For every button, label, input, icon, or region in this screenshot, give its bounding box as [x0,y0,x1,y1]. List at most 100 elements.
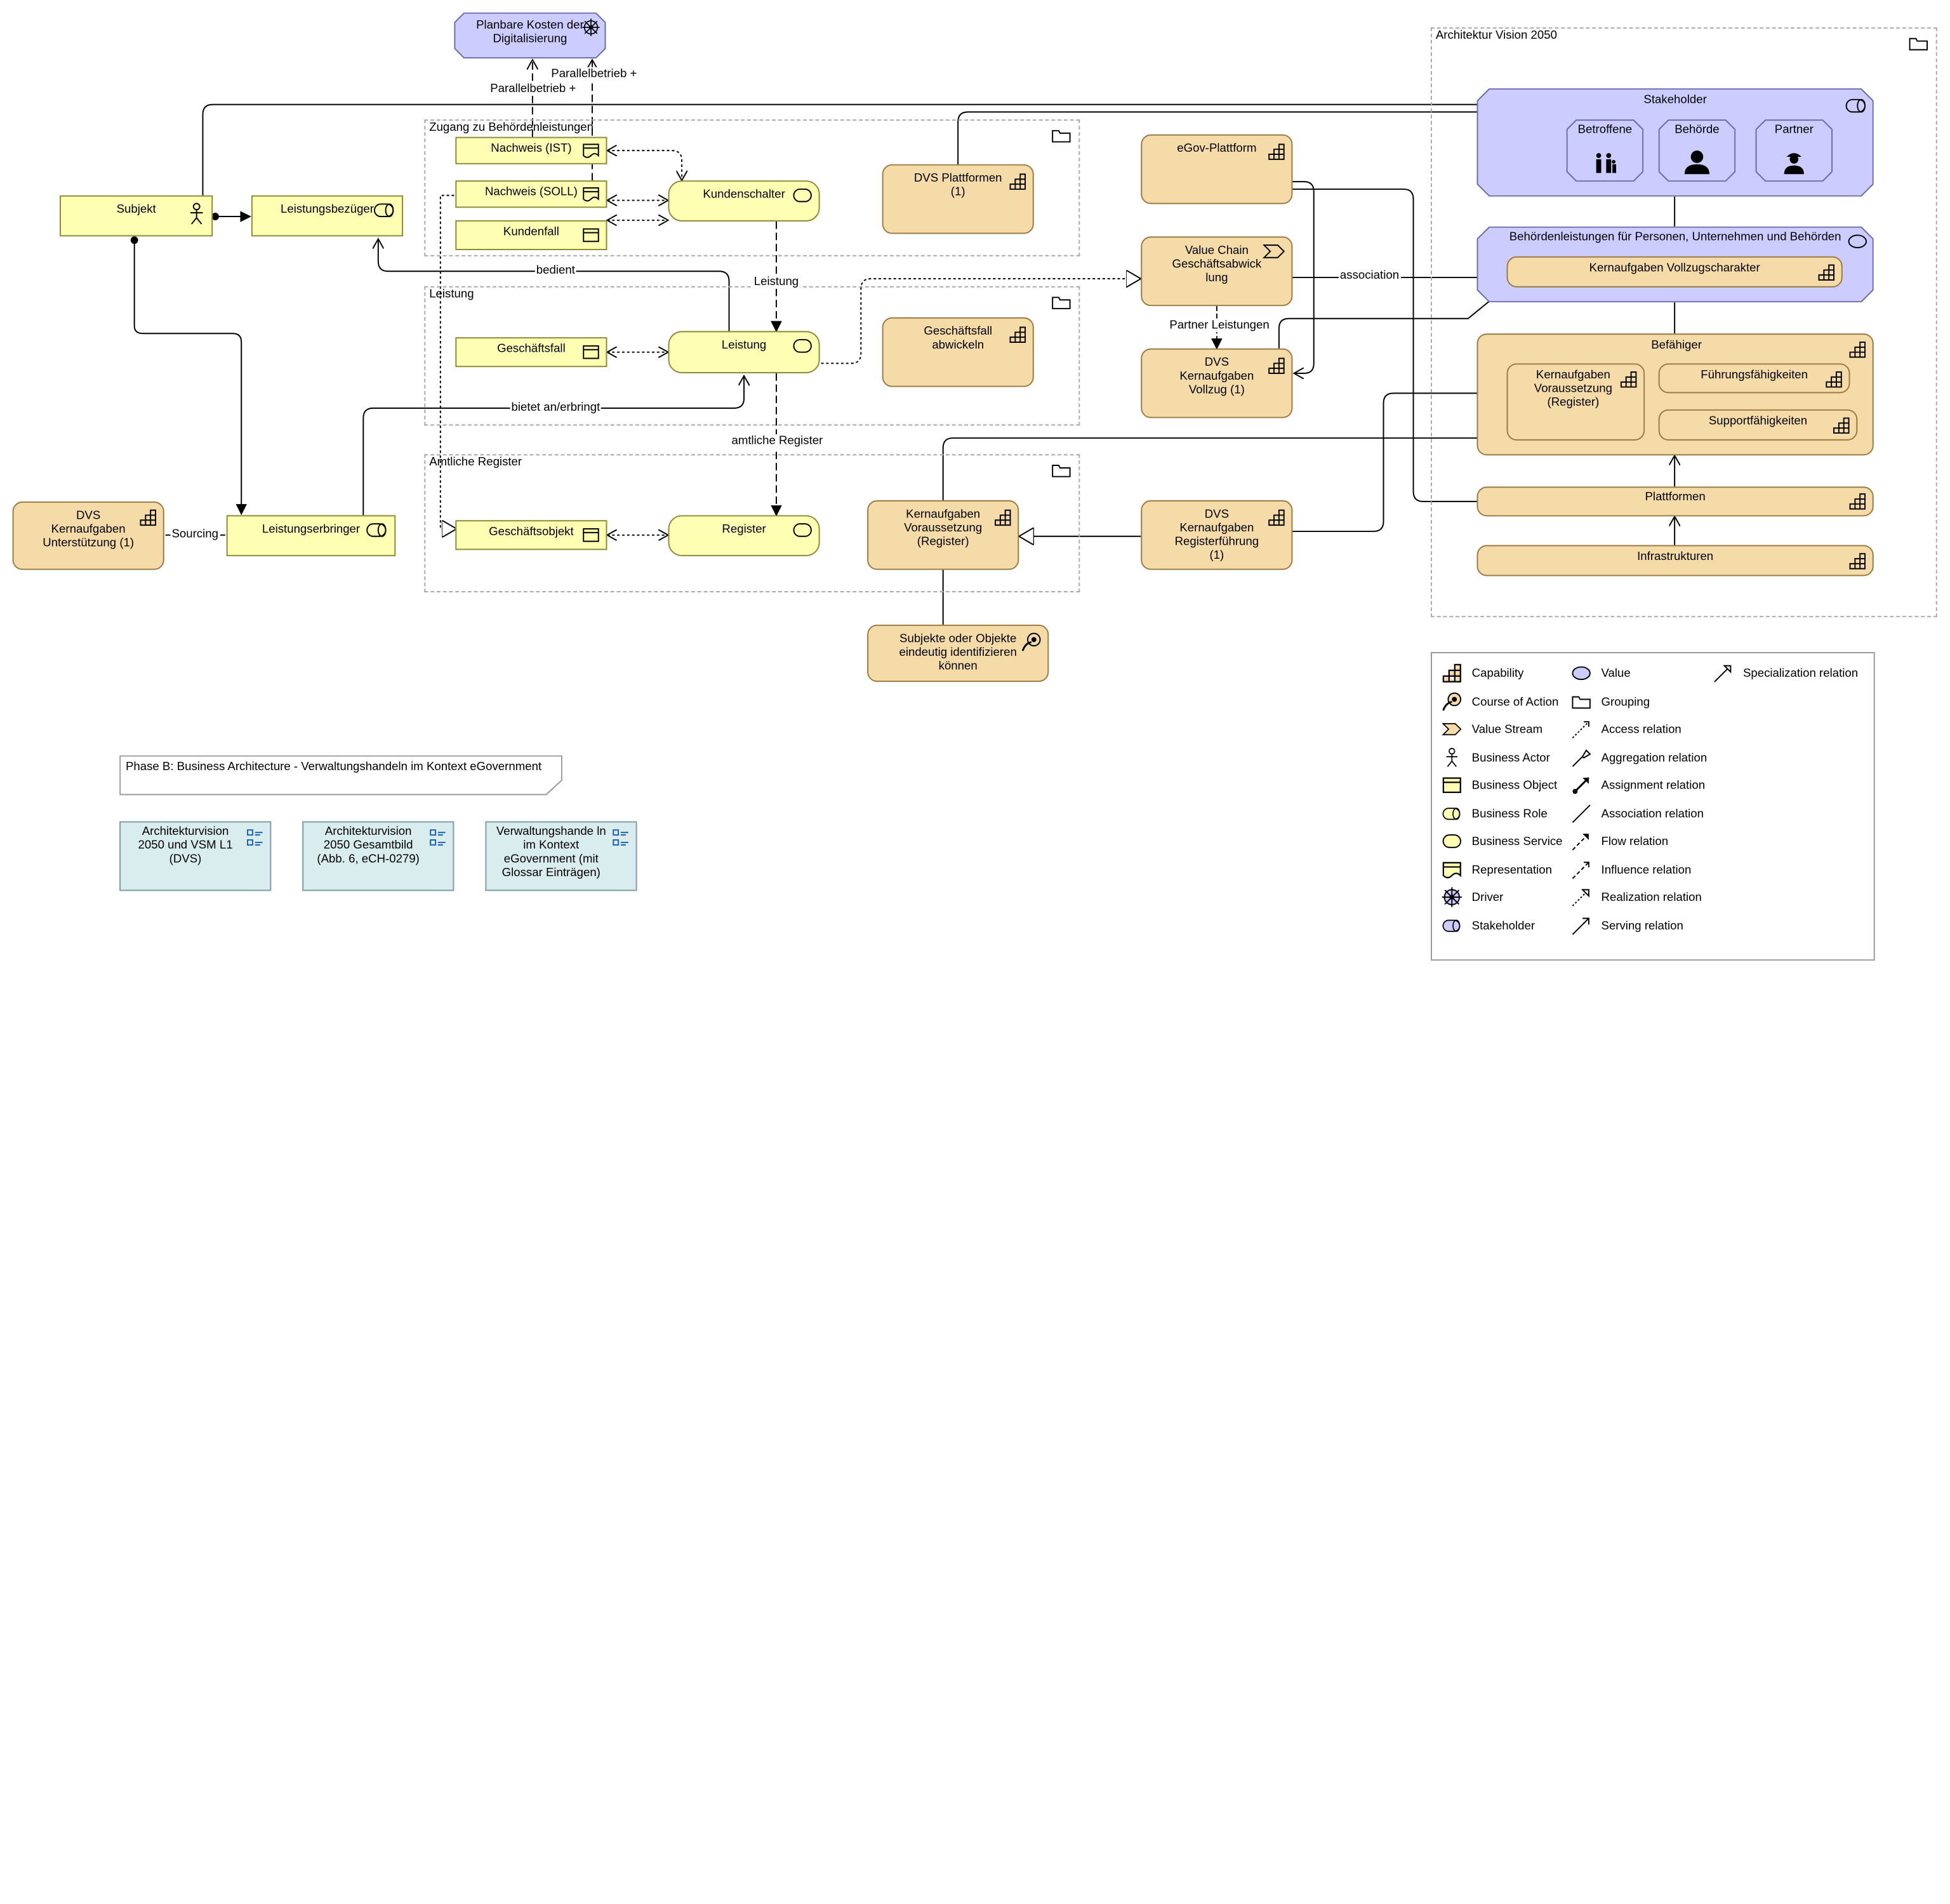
diagram-reference-3[interactable]: Verwaltungshande ln im Kontext eGovernme… [485,821,637,891]
business-actor-icon [190,203,203,225]
legend-label: Serving relation [1601,919,1683,933]
capability-kern-voraussetzung-vision[interactable]: Kernaufgaben Voraussetzung (Register) [1506,363,1645,441]
course-of-action-icon [1442,692,1462,711]
note-shape [119,755,562,796]
capability-egov-plattform[interactable]: eGov-Plattform [1141,134,1293,204]
capability-dvs-unterstuetzung[interactable]: DVS Kernaufgaben Unterstützung (1) [12,501,164,570]
stakeholder-shape [1566,119,1644,182]
legend-label: Capability [1471,666,1524,681]
representation-icon [583,187,599,202]
legend-item: Business Object [1442,775,1557,795]
driver-planbare-kosten[interactable]: Planbare Kosten der Digitalisierung [454,12,606,59]
element-label: Kundenschalter [703,187,785,202]
group-label: Leistung [429,287,474,302]
capability-dvs-vollzug[interactable]: DVS Kernaufgaben Vollzug (1) [1141,348,1293,418]
value-stream-value-chain[interactable]: Value Chain Geschäftsabwick lung [1141,236,1293,307]
object-geschaeftsobjekt[interactable]: Geschäftsobjekt [455,520,607,550]
business-role-icon [366,523,387,537]
element-label: Value Chain Geschäftsabwick lung [1172,244,1262,285]
value-stream-icon [1442,722,1462,736]
driver-shape [454,12,606,59]
element-label: Betroffene [1577,123,1633,137]
legend-label: Specialization relation [1742,666,1859,681]
business-service-icon [793,523,812,537]
object-kundenfall[interactable]: Kundenfall [455,220,607,250]
group-leistung[interactable]: Leistung [424,286,1080,426]
legend-item: Driver [1442,887,1503,907]
legend-label: Course of Action [1471,695,1559,709]
element-label: Geschäftsfall abwickeln [924,324,993,352]
course-subjekte-objekte[interactable]: Subjekte oder Objekte eindeutig identifi… [867,624,1049,682]
business-role-icon [1442,808,1461,820]
legend-item: Value [1571,663,1631,683]
group-label: Zugang zu Behördenleistungen [429,121,594,135]
legend-item: Stakeholder [1442,916,1535,936]
legend-label: Flow relation [1601,834,1669,848]
capability-dvs-plattformen[interactable]: DVS Plattformen (1) [882,164,1034,234]
service-register[interactable]: Register [668,515,820,557]
stakeholder-partner[interactable]: Partner [1755,119,1833,182]
element-label: Supportfähigkeiten [1708,414,1808,429]
element-label: DVS Plattformen (1) [913,171,1002,199]
element-label: Behörde [1675,123,1720,137]
legend-item: Aggregation relation [1571,748,1707,768]
access-relation-icon [1572,721,1589,738]
role-leistungsbezueger[interactable]: Leistungsbezüger [251,195,404,237]
element-label: Kernaufgaben Voraussetzung (Register) [1534,368,1613,409]
value-icon [1572,666,1591,681]
service-leistung[interactable]: Leistung [668,331,820,373]
actor-subjekt[interactable]: Subjekt [60,195,213,237]
note-label: Architekturvision 2050 und VSM L1 (DVS) [138,825,233,866]
element-label: Subjekt [116,203,156,217]
element-label: Geschäftsfall [497,342,566,356]
diagram-reference-2[interactable]: Architekturvision 2050 Gesamtbild (Abb. … [302,821,454,891]
element-label: Register [722,523,766,536]
legend-item: Business Service [1442,831,1563,851]
diagram-reference-1[interactable]: Architekturvision 2050 und VSM L1 (DVS) [119,821,272,891]
capability-icon [1849,553,1866,569]
capability-dvs-registerfuehrung[interactable]: DVS Kernaufgaben Registerführung (1) [1141,500,1293,570]
capability-icon [1818,264,1835,281]
capability-kern-vollzugscharakter[interactable]: Kernaufgaben Vollzugscharakter [1506,256,1843,288]
stakeholder-icon [1442,919,1461,932]
influence-relation-icon [1572,862,1589,879]
person-icon [1684,150,1710,175]
folder-icon [1052,130,1071,143]
service-kundenschalter[interactable]: Kundenschalter [668,180,820,222]
legend-item: Course of Action [1442,692,1559,712]
capability-infrastrukturen[interactable]: Infrastrukturen [1476,545,1874,576]
capability-supportfaehigkeiten[interactable]: Supportfähigkeiten [1658,409,1858,441]
assignment-relation-icon [1572,776,1589,794]
legend-label: Access relation [1601,722,1681,736]
representation-icon [1442,862,1461,879]
stakeholder-betroffene[interactable]: Betroffene [1566,119,1644,182]
relation-label-association: association [1338,269,1401,283]
capability-icon [1442,663,1461,682]
driver-icon [582,18,600,36]
stakeholder-behoerde[interactable]: Behörde [1658,119,1736,182]
capability-fuehrungsfaehigkeiten[interactable]: Führungsfähigkeiten [1658,363,1850,394]
relation-label-leistung: Leistung [752,275,800,289]
group-architektur-vision[interactable]: Architektur Vision 2050 [1431,27,1937,618]
representation-nachweis-ist[interactable]: Nachweis (IST) [455,136,607,164]
capability-plattformen[interactable]: Plattformen [1476,486,1874,517]
element-label: Behördenleistungen für Personen, Unterne… [1509,230,1841,244]
legend-item: Business Role [1442,804,1548,823]
element-label: Führungsfähigkeiten [1701,368,1808,382]
representation-nachweis-soll[interactable]: Nachweis (SOLL) [455,180,607,208]
legend-item: Value Stream [1442,719,1542,739]
role-leistungserbringer[interactable]: Leistungserbringer [226,515,396,557]
element-label: eGov-Plattform [1177,142,1257,156]
realization-relation-icon [1572,889,1589,907]
legend-item: Access relation [1571,719,1681,739]
legend-item: Influence relation [1571,860,1691,879]
group-zugang[interactable]: Zugang zu Behördenleistungen [424,119,1080,256]
relation-label-bietet: bietet an/erbringt [510,401,602,415]
relation-label-sourcing: Sourcing [170,528,220,542]
capability-geschaeftsfall-abwickeln[interactable]: Geschäftsfall abwickeln [882,317,1034,387]
capability-kern-voraussetzung[interactable]: Kernaufgaben Voraussetzung (Register) [867,500,1019,570]
capability-icon [1268,509,1285,526]
object-geschaeftsfall[interactable]: Geschäftsfall [455,337,607,368]
group-amtliche-register[interactable]: Amtliche Register [424,454,1080,592]
